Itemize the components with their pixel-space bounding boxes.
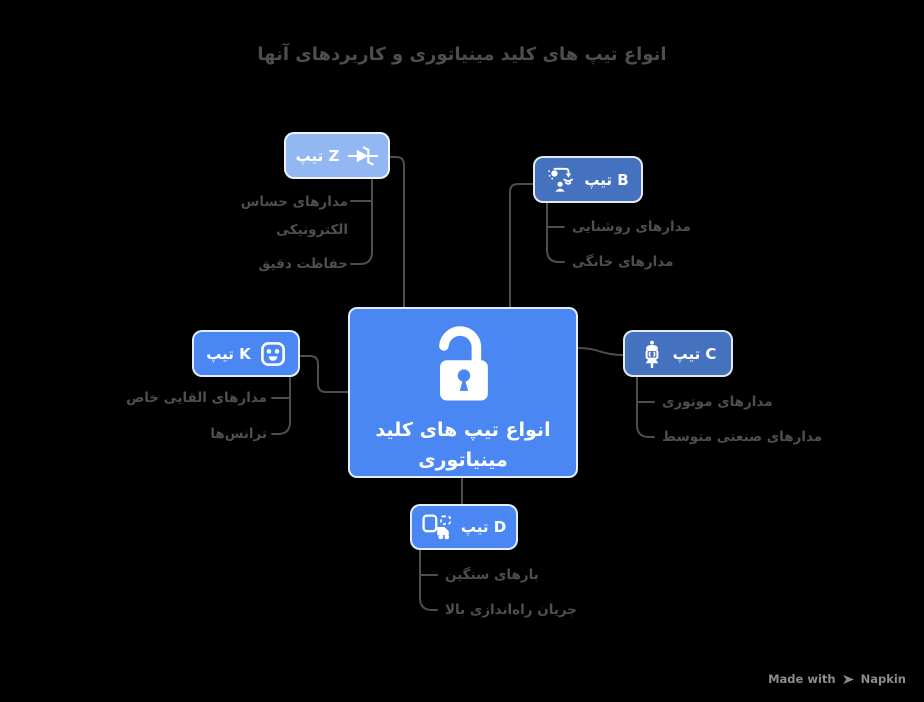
bracket-z — [350, 179, 373, 265]
sublabel-d-heavy-loads: بارهای سنگین — [445, 567, 539, 583]
bracket-b — [546, 202, 565, 263]
open-padlock-icon — [415, 323, 511, 411]
node-type-c-label: تیپ C — [672, 344, 717, 363]
node-type-z-label: تیپ Z — [295, 146, 340, 165]
sublabel-z-precise-protection: حفاظت دقیق — [258, 256, 348, 272]
node-type-c[interactable]: تیپ C — [623, 330, 733, 377]
node-type-z[interactable]: تیپ Z — [284, 132, 390, 179]
bracket-k — [271, 376, 291, 435]
sublabel-k-special-inductive-circuits: مدارهای القایی خاص — [126, 390, 267, 406]
bracket-c — [636, 376, 655, 438]
made-with-napkin-watermark[interactable]: Made with Napkin — [768, 672, 906, 686]
smart-lighting-person-icon — [547, 166, 575, 194]
node-type-b-label: تیپ B — [584, 170, 629, 189]
watermark-prefix: Made with — [768, 672, 836, 686]
center-node-label: انواع تیپ های کلید مینیاتوری — [375, 419, 551, 471]
diagram-title: انواع تیپ های کلید مینیاتوری و کاربردهای… — [257, 44, 667, 65]
sublabel-z-sensitive-electronic-circuits: مدارهای حساس الکترونیکی — [240, 194, 348, 238]
connector-z-center — [389, 156, 405, 308]
center-node[interactable]: انواع تیپ های کلید مینیاتوری — [348, 307, 578, 478]
zener-diode-icon — [348, 146, 379, 166]
heavy-load-truck-icon — [422, 514, 452, 540]
sublabel-c-motor-circuits: مدارهای موتوری — [662, 394, 773, 410]
node-type-d-label: تیپ D — [460, 518, 507, 536]
sublabel-c-medium-industrial-circuits: مدارهای صنعتی متوسط — [662, 429, 823, 445]
connector-k-center — [299, 355, 349, 393]
node-type-b[interactable]: تیپ B — [533, 156, 643, 203]
watermark-brand: Napkin — [860, 672, 906, 686]
sublabel-k-transformers: ترانس‌ها — [210, 426, 267, 442]
bracket-d — [419, 549, 438, 611]
motor-coil-icon — [640, 340, 664, 368]
node-type-d[interactable]: تیپ D — [410, 504, 518, 550]
power-socket-icon — [260, 341, 286, 367]
connector-c-center — [577, 347, 624, 356]
sublabel-b-household-circuits: مدارهای خانگی — [572, 254, 674, 270]
sublabel-b-lighting-circuits: مدارهای روشنایی — [572, 219, 691, 235]
napkin-logo-icon — [842, 674, 855, 685]
connector-b-center — [509, 183, 534, 308]
node-type-k-label: تیپ K — [206, 344, 251, 363]
sublabel-d-high-starting-current: جریان راه‌اندازی بالا — [445, 602, 578, 618]
node-type-k[interactable]: تیپ K — [192, 330, 300, 377]
